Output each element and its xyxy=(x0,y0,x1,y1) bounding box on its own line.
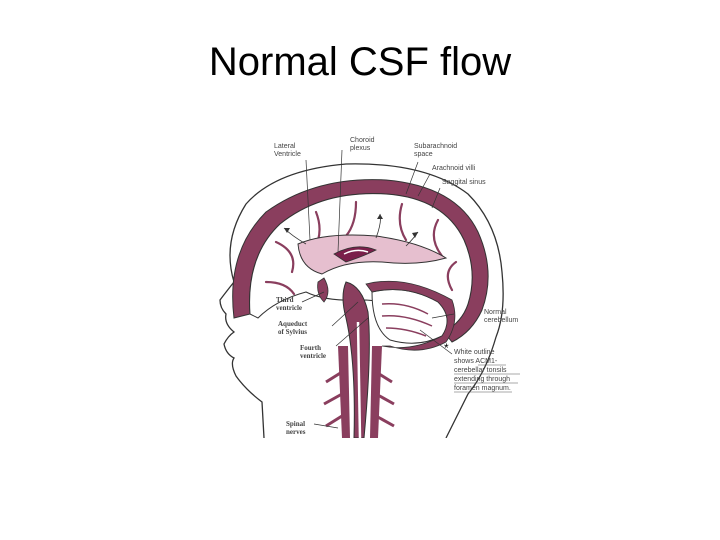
head-outline xyxy=(219,163,504,438)
label-white-outline-note: White outline shows ACM1- cerebellar ton… xyxy=(454,349,512,392)
slide-title: Normal CSF flow xyxy=(208,40,512,84)
arrowhead xyxy=(284,228,290,233)
label-third-ventricle: Third ventricle xyxy=(276,296,302,312)
sulci-lines xyxy=(264,200,458,296)
label-aqueduct-of-sylvius: Aqueduct of Sylvius xyxy=(278,320,309,336)
brain-sagittal-illustration: Lateral Ventricle Choroid plexus Subarac… xyxy=(219,137,520,438)
arrowhead xyxy=(377,214,383,219)
neck-back-outline xyxy=(445,336,497,438)
note-underlines xyxy=(454,364,520,393)
label-choroid-plexus: Choroid plexus xyxy=(350,137,376,152)
spinal-csf-right xyxy=(370,346,382,438)
third-ventricle xyxy=(317,277,329,303)
leader-lines xyxy=(301,149,455,429)
lateral-ventricle xyxy=(297,234,448,275)
spinal-nerve-roots xyxy=(323,370,395,428)
label-arachnoid-villi: Arachnoid villi xyxy=(432,165,476,172)
label-spinal-nerves: Spinal nerves xyxy=(286,420,307,436)
spinal-csf-left xyxy=(338,346,350,438)
choroid-plexus-inner xyxy=(343,249,369,255)
csf-flow-diagram: Lateral Ventricle Choroid plexus Subarac… xyxy=(206,132,528,438)
cerebellum-folia xyxy=(381,302,433,337)
brainstem xyxy=(342,281,370,438)
cerebellum-csf xyxy=(365,280,456,351)
label-fourth-ventricle: Fourth ventricle xyxy=(300,344,326,360)
label-subarachnoid-space: Subarachnoid space xyxy=(414,143,459,158)
arrowhead xyxy=(412,232,418,238)
asterisk-marker: * xyxy=(444,341,449,355)
label-lateral-ventricle: Lateral Ventricle xyxy=(274,143,301,158)
label-saggital-sinus: Saggital sinus xyxy=(442,179,486,186)
label-normal-cerebellum: Normal cerebellum xyxy=(484,309,518,324)
central-canal xyxy=(356,321,362,438)
